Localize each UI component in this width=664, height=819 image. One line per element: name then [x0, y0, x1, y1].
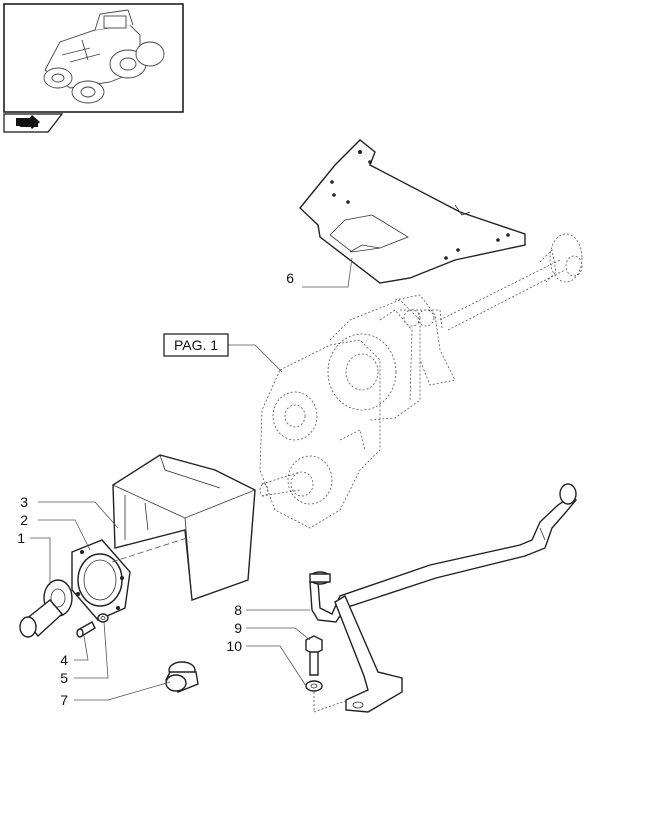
callout-5[interactable]: 5: [60, 670, 68, 686]
part-7-plug[interactable]: [165, 661, 199, 693]
tractor-thumbnail[interactable]: [3, 3, 184, 113]
part-5-washer[interactable]: [97, 613, 109, 623]
part-3-shaft-guard[interactable]: [112, 454, 256, 601]
nav-arrow-button[interactable]: [3, 113, 64, 133]
callout-8[interactable]: 8: [234, 602, 242, 618]
page-reference-link[interactable]: PAG. 1: [163, 333, 229, 357]
part-2-flange[interactable]: [71, 536, 191, 621]
callout-4[interactable]: 4: [60, 652, 68, 668]
page-reference-label: PAG. 1: [174, 337, 218, 353]
pipe-support-bracket[interactable]: [334, 594, 403, 713]
part-10-nut[interactable]: [305, 680, 349, 713]
reference-gearbox-assembly: [259, 233, 583, 529]
tractor-icon: [43, 9, 165, 104]
part-1-shaft[interactable]: [19, 579, 73, 638]
callout-1[interactable]: 1: [17, 530, 25, 546]
callout-10[interactable]: 10: [226, 638, 242, 654]
part-8-pipe[interactable]: [309, 483, 578, 623]
arrow-page-icon: [16, 115, 40, 129]
callout-6[interactable]: 6: [286, 270, 294, 286]
part-9-bolt[interactable]: [305, 635, 323, 676]
callout-3[interactable]: 3: [20, 494, 28, 510]
part-6-cover-plate[interactable]: [299, 139, 526, 284]
callout-7[interactable]: 7: [60, 692, 68, 708]
callout-9[interactable]: 9: [234, 620, 242, 636]
part-4-screw[interactable]: [76, 621, 96, 638]
callout-leaders: [30, 257, 353, 701]
callout-2[interactable]: 2: [20, 512, 28, 528]
callout-labels: 6 3 2 1 4 5 7 8 9 10: [17, 270, 294, 708]
